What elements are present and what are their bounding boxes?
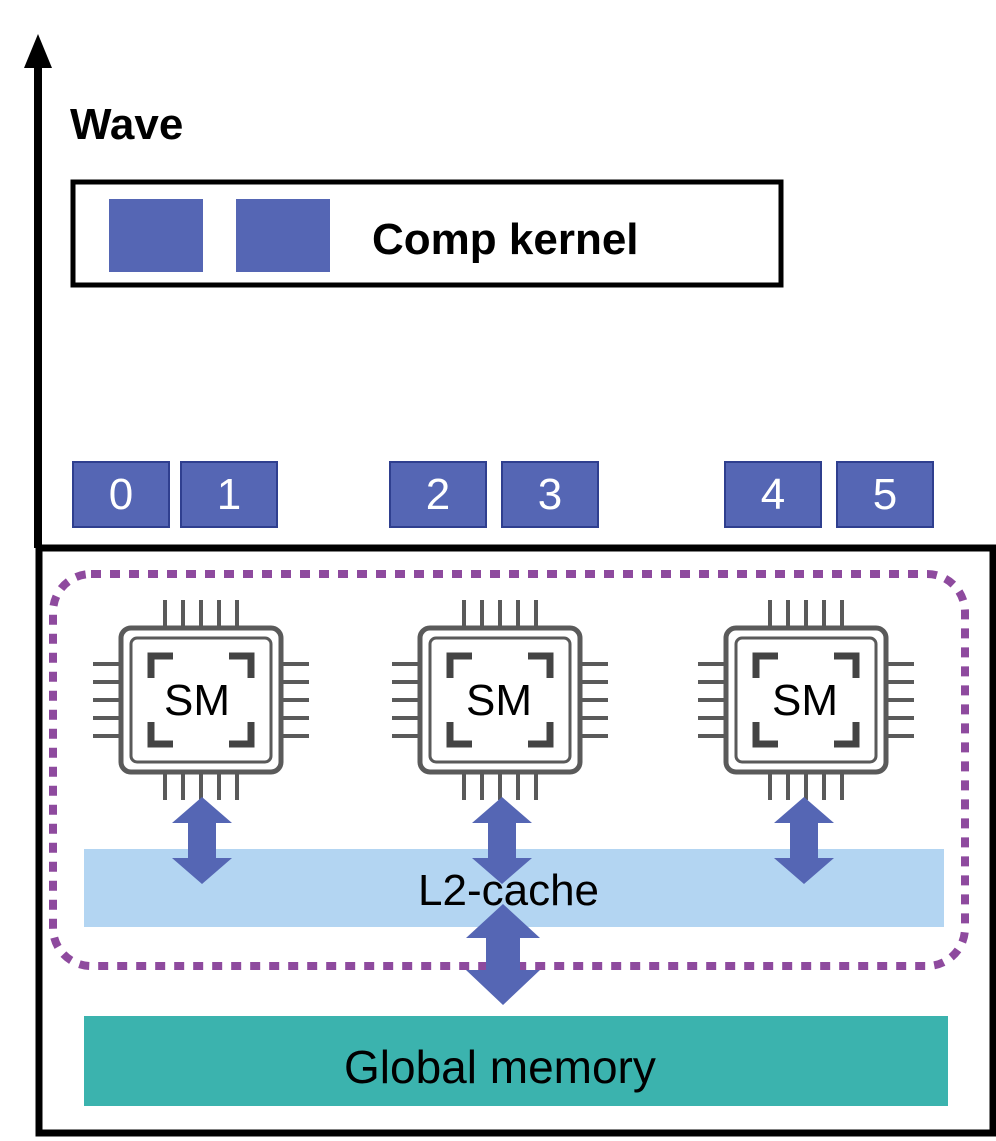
- sm-label: SM: [164, 676, 230, 725]
- thread-block-1: 1: [180, 461, 278, 528]
- sm-label: SM: [466, 676, 532, 725]
- legend-block-sample: [236, 199, 330, 272]
- thread-block-0: 0: [72, 461, 170, 528]
- wave-axis-arrowhead-icon: [24, 34, 52, 68]
- thread-block-5: 5: [836, 461, 934, 528]
- global-memory-label: Global memory: [344, 1041, 656, 1093]
- cache-memory-arrow-icon: [466, 904, 540, 1005]
- legend-label: Comp kernel: [372, 215, 639, 264]
- thread-block-3: 3: [501, 461, 599, 528]
- wave-axis-label: Wave: [70, 100, 184, 149]
- legend-block-sample: [109, 199, 203, 272]
- l2-cache-label: L2-cache: [418, 866, 600, 915]
- sm-cache-group-border: [49, 570, 969, 970]
- sm-cache-arrow-icon: [172, 797, 232, 884]
- global-memory-bar: [84, 1016, 948, 1106]
- thread-block-4: 4: [724, 461, 822, 528]
- sm-cache-arrow-icon: [774, 797, 834, 884]
- thread-block-2: 2: [389, 461, 487, 528]
- sm-cache-arrow-icon: [472, 797, 532, 884]
- sm-label: SM: [772, 676, 838, 725]
